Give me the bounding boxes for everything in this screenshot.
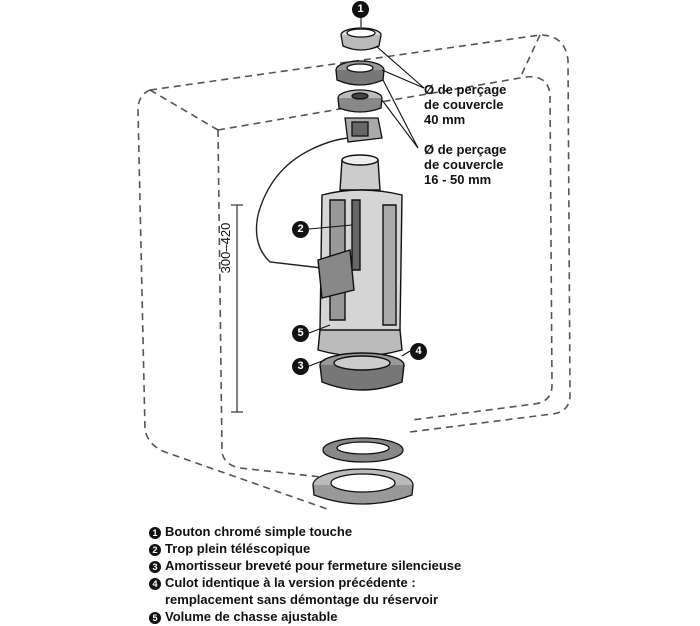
callout-line: 40 mm — [424, 112, 466, 127]
leader-lines — [308, 18, 425, 367]
cable-connector — [255, 117, 383, 269]
legend-text: Trop plein téléscopique — [165, 541, 311, 556]
threaded-ring — [335, 60, 385, 86]
legend-text: Volume de chasse ajustable — [165, 609, 338, 624]
callout-line: Ø de perçage — [424, 82, 507, 97]
marker-3: 3 — [292, 358, 309, 375]
chrome-button — [340, 27, 382, 51]
legend-text: remplacement sans démontage du réservoir — [165, 592, 439, 607]
callout-line: de couvercle — [424, 157, 504, 172]
legend-number: 4 — [149, 578, 161, 590]
legend-item: 1 Bouton chromé simple touche — [149, 523, 461, 540]
marker-2: 2 — [292, 221, 309, 238]
valve-base — [319, 352, 405, 391]
seal-ring — [322, 437, 404, 463]
callout-line: 16 - 50 mm — [424, 172, 492, 187]
hole-diameter-40-callout: Ø de perçage de couvercle 40 mm — [424, 82, 506, 127]
cistern-outline — [137, 34, 571, 511]
flush-valve-diagram — [137, 18, 571, 511]
height-dimension-label: 300–420 — [218, 222, 233, 274]
legend-number: 2 — [149, 544, 161, 556]
hole-diameter-16-50-callout: Ø de perçage de couvercle 16 - 50 mm — [424, 142, 506, 187]
callout-line: de couvercle — [424, 97, 504, 112]
gasket — [312, 468, 414, 505]
marker-1: 1 — [352, 1, 369, 18]
marker-5: 5 — [292, 325, 309, 342]
legend-item: 2 Trop plein téléscopique — [149, 540, 461, 557]
valve-body — [317, 154, 403, 357]
legend-number: 3 — [149, 561, 161, 573]
legend-number: 5 — [149, 612, 161, 624]
legend-item: 4 Culot identique à la version précédente… — [149, 574, 461, 591]
legend-item: 3 Amortisseur breveté pour fermeture sile… — [149, 557, 461, 574]
callout-line: Ø de perçage — [424, 142, 507, 157]
legend-text: Bouton chromé simple touche — [165, 524, 353, 539]
lock-nut — [337, 89, 383, 113]
legend-item-continuation: remplacement sans démontage du réservoir — [149, 591, 461, 608]
height-dimension — [231, 204, 243, 413]
legend-number: 1 — [149, 527, 161, 539]
legend-text: Amortisseur breveté pour fermeture silen… — [165, 558, 462, 573]
parts-legend: 1 Bouton chromé simple touche 2 Trop plein… — [149, 523, 461, 625]
marker-4: 4 — [410, 343, 427, 360]
legend-item: 5 Volume de chasse ajustable — [149, 608, 461, 625]
legend-text: Culot identique à la version précédente … — [165, 575, 416, 590]
